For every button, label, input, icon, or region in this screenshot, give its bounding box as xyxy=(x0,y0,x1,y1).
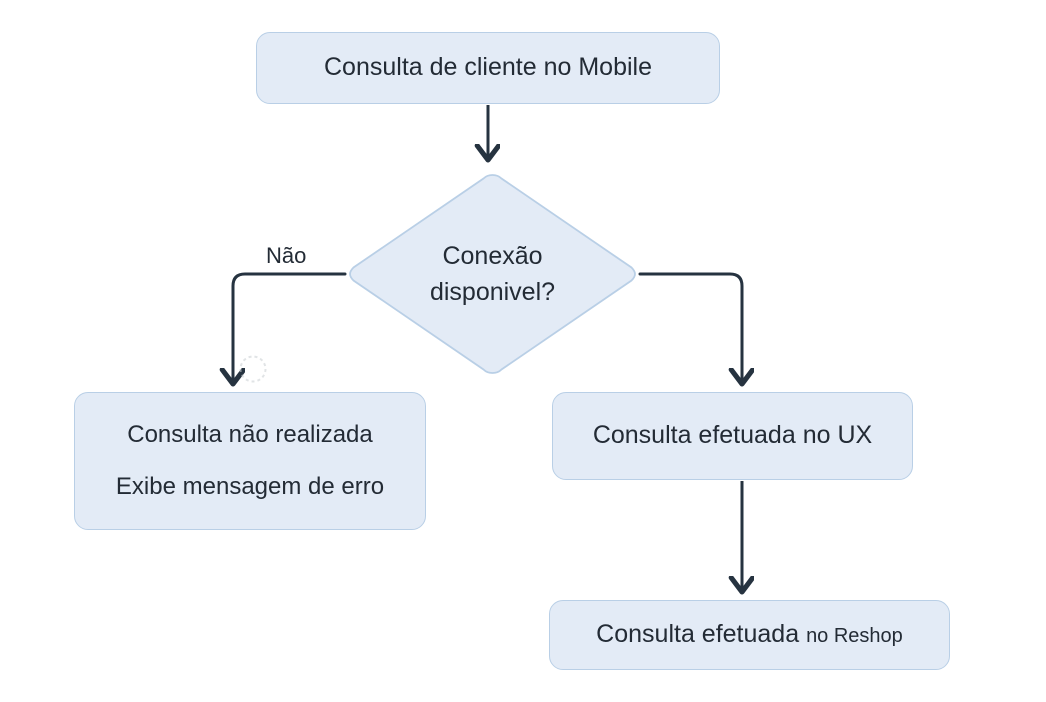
diamond-shape xyxy=(349,174,636,374)
node-fail-line-2: Exibe mensagem de erro xyxy=(115,473,385,500)
node-ux-label: Consulta efetuada no UX xyxy=(592,421,873,450)
node-reshop-label-main: Consulta efetuada xyxy=(596,620,807,649)
node-decision[interactable]: Conexão disponivel? xyxy=(345,170,640,378)
node-reshop-label-sub: no Reshop xyxy=(806,625,903,648)
node-reshop[interactable]: Consulta efetuada no Reshop xyxy=(549,600,950,670)
node-fail-line-1: Consulta não realizada xyxy=(127,421,373,448)
node-start-label: Consulta de cliente no Mobile xyxy=(324,53,652,82)
edge-label-nao: Não xyxy=(262,243,311,269)
node-start[interactable]: Consulta de cliente no Mobile xyxy=(256,32,720,104)
edge-decision-to-fail xyxy=(233,272,347,384)
node-reshop-label-group: Consulta efetuada no Reshop xyxy=(596,619,903,650)
node-fail[interactable]: Consulta não realizada Exibe mensagem de… xyxy=(74,392,426,530)
edge-decision-to-ux xyxy=(638,272,742,384)
dotted-circle-handle-icon xyxy=(239,355,267,383)
node-ux[interactable]: Consulta efetuada no UX xyxy=(552,392,913,480)
